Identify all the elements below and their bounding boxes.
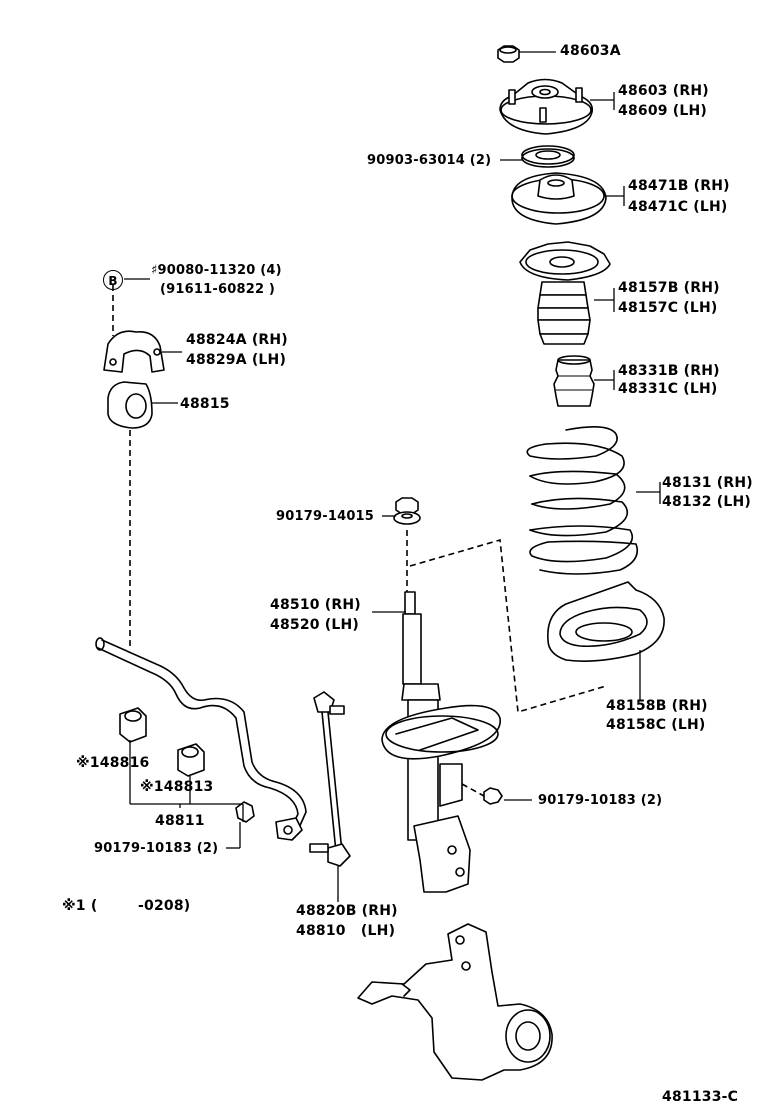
label-bound-stop: ♯90080-11320 (4) (151, 263, 282, 278)
label-link-lh: 48810 (LH) (296, 923, 396, 939)
footnote-label: ※1 ( -0208) (62, 898, 191, 914)
bearing-part (500, 145, 575, 168)
label-spring-rh: 48131 (RH) (662, 475, 753, 491)
label-bushing: 48815 (180, 396, 230, 412)
label-seat-upper-rh: 48471B (RH) (628, 178, 730, 194)
bushing-148813-part (177, 743, 205, 777)
label-bound-stop-alt: (91611-60822 ) (160, 282, 276, 297)
label-bumper-rh: 48331B (RH) (618, 363, 720, 379)
label-48603a: 48603A (560, 43, 621, 59)
label-bearing: 90903-63014 (2) (367, 153, 492, 168)
label-lower-seat-rh: 48158B (RH) (606, 698, 708, 714)
diagram-id-label: 481133-C (662, 1089, 739, 1105)
stabilizer-bracket-part (103, 278, 182, 373)
label-boot-lh: 48157C (LH) (618, 300, 718, 316)
stabilizer-bar-part (95, 637, 307, 841)
label-bumper-lh: 48331C (LH) (618, 381, 718, 397)
label-support-lh: 48609 (LH) (618, 103, 708, 119)
stabilizer-bolt-part (235, 801, 255, 823)
strut-bolt-part (461, 783, 532, 805)
circle-b-marker: B (103, 270, 123, 290)
leader-lines-stabilizer (129, 740, 244, 849)
label-support-rh: 48603 (RH) (618, 83, 709, 99)
label-boot-rh: 48157B (RH) (618, 280, 720, 296)
label-bolt-right: 90179-10183 (2) (538, 793, 663, 808)
top-nut-part (497, 45, 556, 63)
label-bracket-lh: 48829A (LH) (186, 352, 287, 368)
bound-bumper-part (553, 355, 615, 407)
stabilizer-link-part (309, 691, 351, 902)
label-bush-148813: ※148813 (140, 779, 214, 795)
label-strut-nut: 90179-14015 (276, 509, 375, 524)
label-stabilizer: 48811 (155, 813, 205, 829)
lower-spring-seat-part (547, 581, 665, 700)
label-lower-seat-lh: 48158C (LH) (606, 717, 706, 733)
coil-spring-part (526, 426, 661, 575)
label-bracket-rh: 48824A (RH) (186, 332, 288, 348)
spring-bumper-boot-part (519, 241, 615, 345)
bushing-148816-part (119, 707, 147, 743)
label-spring-lh: 48132 (LH) (662, 494, 752, 510)
label-bush-148816: ※148816 (76, 755, 150, 771)
label-absorber-rh: 48510 (RH) (270, 597, 361, 613)
strut-nut-part (382, 497, 421, 525)
label-link-rh: 48820B (RH) (296, 903, 398, 919)
upper-spring-seat-part (511, 172, 625, 225)
label-seat-upper-lh: 48471C (LH) (628, 199, 728, 215)
strut-support-part (499, 78, 615, 135)
stabilizer-bushing-part (107, 381, 178, 429)
label-absorber-lh: 48520 (LH) (270, 617, 360, 633)
steering-knuckle-part (357, 923, 553, 1081)
label-bolt-left: 90179-10183 (2) (94, 841, 219, 856)
shock-absorber-part (372, 591, 501, 893)
